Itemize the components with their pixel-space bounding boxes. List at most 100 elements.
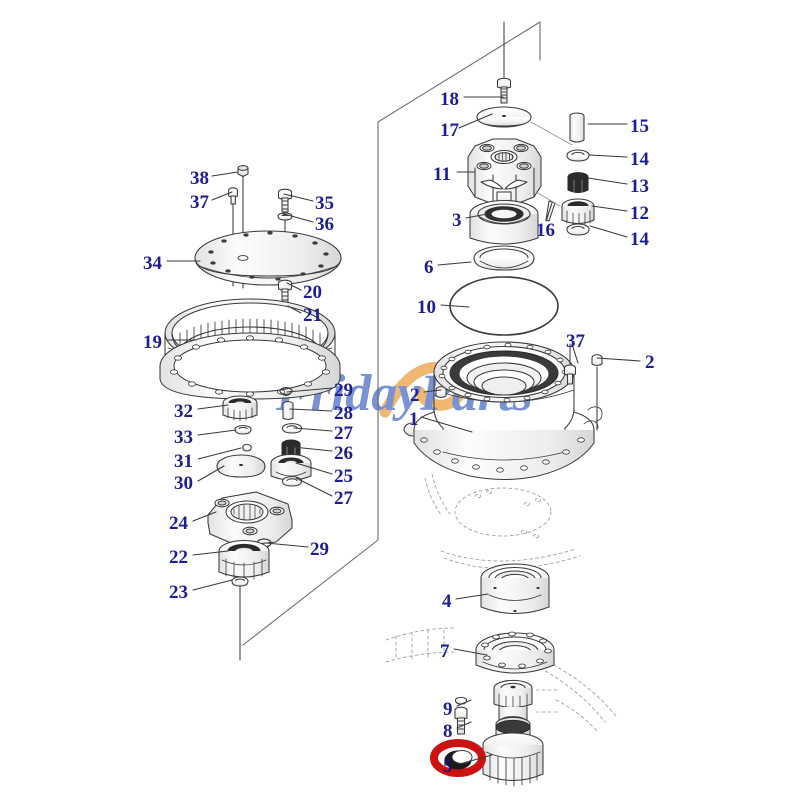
callout-label-c11: 11 [433, 164, 451, 185]
callout-label-c20: 20 [303, 282, 322, 303]
callout-label-c13: 13 [630, 176, 649, 197]
leader-c3 [465, 213, 488, 219]
part-14-thrust-washer-upper [566, 149, 590, 162]
leader-c33 [197, 429, 237, 436]
leader-c36 [283, 213, 314, 223]
leader-c17 [458, 113, 493, 129]
part-35-bolt [277, 188, 293, 213]
callout-label-c6: 6 [424, 257, 434, 278]
callout-label-c7: 7 [440, 641, 450, 662]
part-6-retaining-ring [473, 245, 535, 271]
part-20-bolt [277, 279, 293, 304]
part-2-bolt-left [435, 386, 447, 399]
leader-c22 [192, 550, 229, 556]
leader-c2b [596, 357, 641, 362]
part-2-bolt-right [583, 354, 603, 431]
callout-label-c29b: 29 [310, 539, 329, 560]
callout-label-c4: 4 [442, 591, 452, 612]
part-22-bearing [218, 539, 270, 581]
leader-c8 [456, 721, 472, 729]
callout-label-c32: 32 [174, 401, 193, 422]
callout-label-c17: 17 [440, 120, 459, 141]
part-3-bearing [469, 199, 539, 245]
callout-label-c27b: 27 [334, 488, 353, 509]
callout-label-c1: 1 [409, 409, 419, 430]
leader-c14b [589, 225, 628, 238]
callout-label-c33: 33 [174, 427, 193, 448]
leader-c37b [571, 343, 579, 364]
part-34-cover-plate [194, 230, 342, 286]
callout-label-c22: 22 [169, 547, 188, 568]
part-32-sun-gear [222, 395, 258, 422]
callout-label-c18: 18 [440, 89, 459, 110]
leader-c12 [591, 205, 628, 212]
part-18-bolt [496, 21, 512, 104]
callout-label-c35: 35 [315, 193, 334, 214]
leader-c29a [286, 387, 333, 393]
leader-c21 [287, 305, 302, 314]
callout-label-c8: 8 [443, 721, 453, 742]
callout-label-c26: 26 [334, 443, 353, 464]
callout-label-c16: 16 [536, 220, 555, 241]
part-28-pin [282, 401, 294, 421]
callout-label-c31: 31 [174, 451, 193, 472]
leader-c32 [197, 404, 229, 410]
part-25-planet-gear [270, 453, 312, 481]
callout-label-c15: 15 [630, 116, 649, 137]
leader-c27a [293, 427, 333, 432]
leader-c27b [295, 477, 333, 497]
leader-c6 [437, 261, 472, 266]
leader-c26 [292, 446, 333, 452]
callout-label-c12: 12 [630, 203, 649, 224]
callout-label-c3: 3 [452, 210, 462, 231]
leader-c25 [295, 462, 333, 475]
callout-label-c27a: 27 [334, 423, 353, 444]
leader-c9 [456, 699, 472, 707]
callout-label-c14b: 14 [630, 229, 649, 250]
leader-c23 [192, 579, 233, 591]
leader-c10 [440, 304, 470, 308]
callout-label-c37a: 37 [190, 192, 209, 213]
leader-c1 [420, 416, 473, 433]
leader-lines [166, 96, 641, 764]
callout-label-c28: 28 [334, 403, 353, 424]
part-10-o-ring [449, 276, 559, 336]
callout-label-c38: 38 [190, 168, 209, 189]
leader-c38 [211, 171, 239, 177]
leader-c7 [453, 648, 488, 656]
swing-pinion-shaft [482, 679, 544, 787]
callout-label-c25: 25 [334, 466, 353, 487]
callout-label-c29a: 29 [334, 380, 353, 401]
leader-c37a [211, 191, 233, 201]
callout-label-c2a: 2 [410, 385, 420, 406]
callout-label-c2b: 2 [645, 352, 655, 373]
leader-c24 [192, 511, 217, 522]
part-8-bolt [454, 706, 468, 735]
part-31-plug [242, 443, 252, 452]
part-29-snap-ring-upper [279, 387, 293, 396]
part-5-o-ring-highlight [430, 739, 486, 777]
part-23-snap-ring [231, 576, 249, 661]
callout-label-c19: 19 [143, 332, 162, 353]
part-19-ring-gear [159, 298, 341, 400]
callout-label-c37b: 37 [566, 331, 585, 352]
part-38-nut [237, 164, 249, 289]
part-17-cover [476, 106, 532, 128]
callout-label-c14a: 14 [630, 149, 649, 170]
part-7-bearing [475, 631, 555, 674]
leader-c20 [286, 282, 302, 291]
part-4-roller-bearing [480, 563, 550, 614]
leader-c29b [265, 542, 309, 548]
leader-c16 [545, 202, 553, 222]
callout-label-c36: 36 [315, 214, 334, 235]
leader-c4 [455, 593, 489, 600]
callout-label-c10: 10 [417, 297, 436, 318]
ghost-outlines [385, 473, 617, 733]
callout-label-c23: 23 [169, 582, 188, 603]
part-1-swing-machinery-case [403, 341, 595, 480]
leader-c35 [283, 193, 314, 202]
part-13-spacer [567, 172, 589, 194]
callout-label-c21: 21 [303, 305, 322, 326]
